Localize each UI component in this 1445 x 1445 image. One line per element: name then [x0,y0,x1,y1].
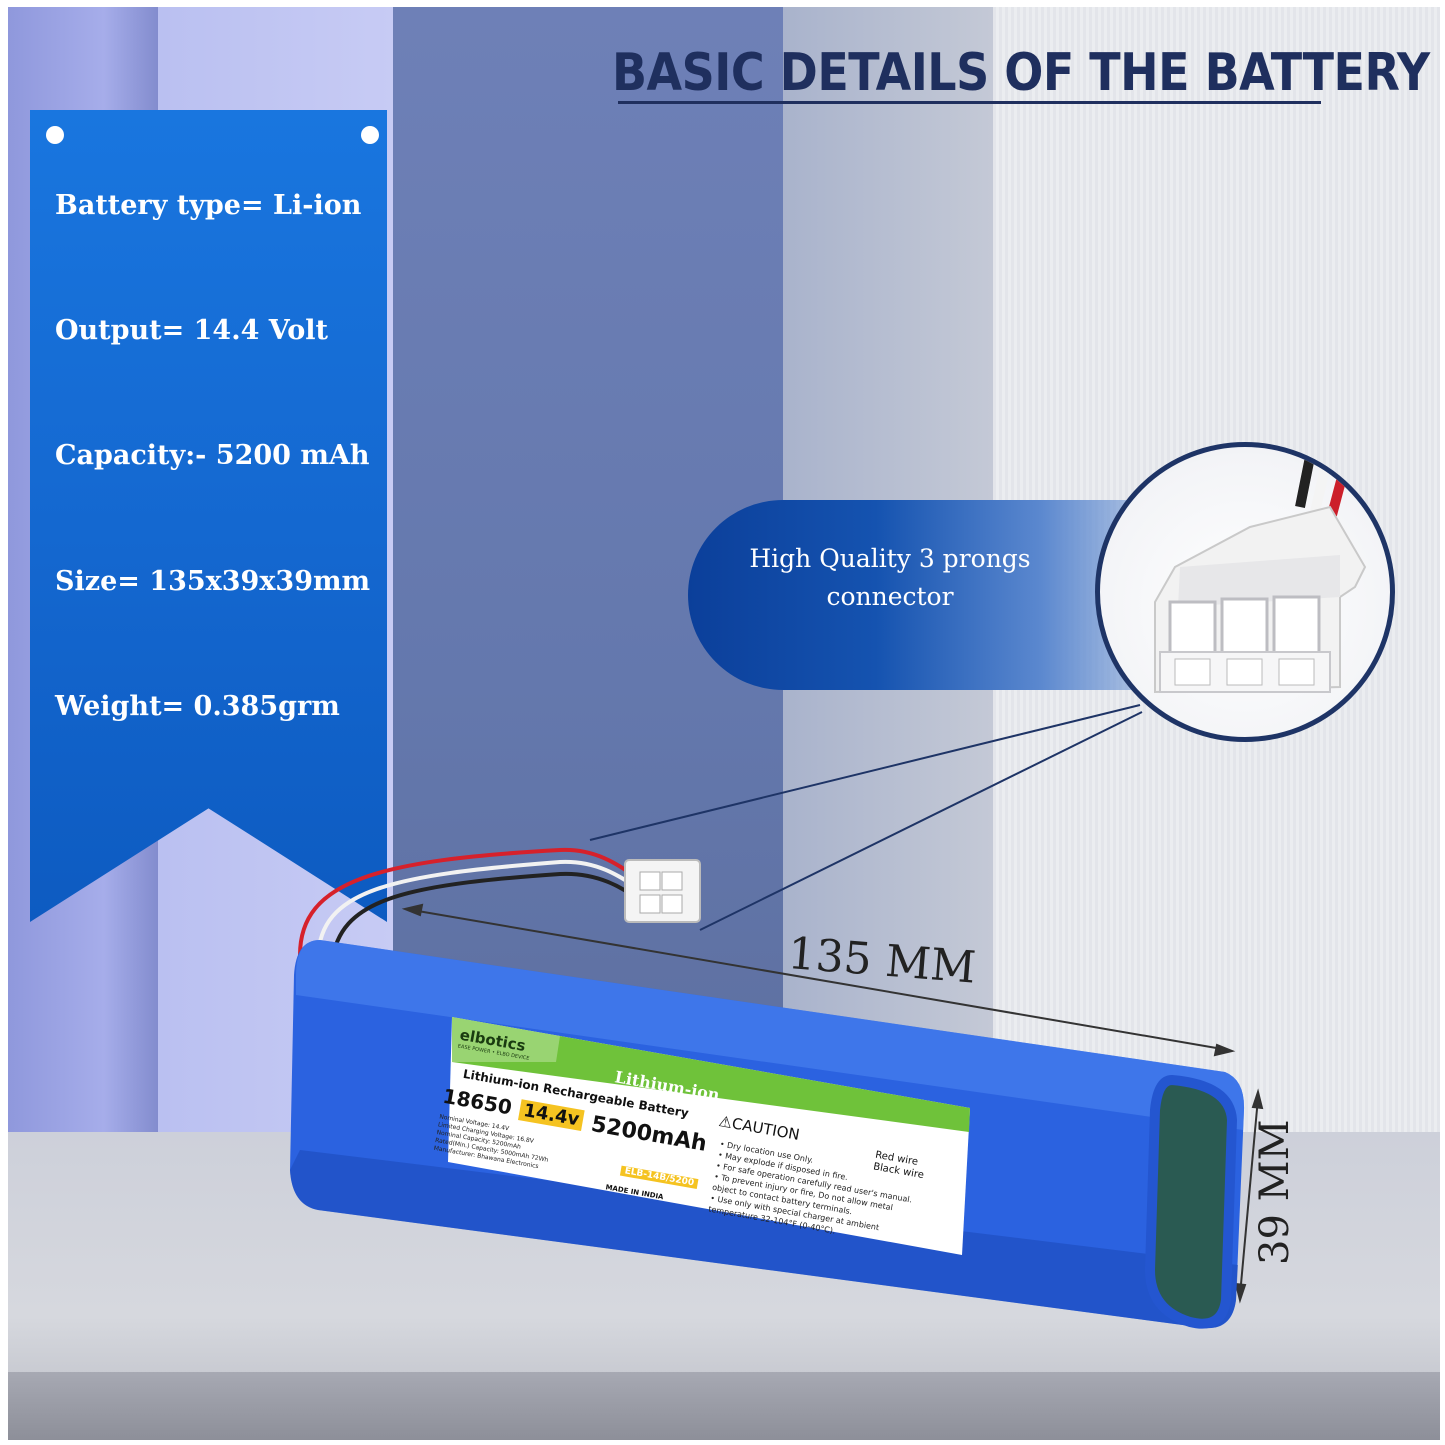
connector-callout-text: High Quality 3 prongs connector [730,540,1050,616]
label-origin: MADE IN INDIA [604,1183,665,1202]
spec-banner [30,110,387,922]
white-wire [316,859,642,959]
length-dimension-arrow [401,903,1236,1057]
red-wire [298,847,642,956]
page-title: BASIC DETAILS OF THE BATTERY [612,42,1430,103]
callout-line-2: connector [826,582,954,611]
label-voltage-badge: 14.4v [517,1099,585,1132]
label-model: ELB-14B/5200 [619,1165,699,1190]
spec-weight: Weight= 0.385grm [55,691,340,722]
label-cell-type: 18650 [441,1083,514,1120]
connector-callout [688,500,1158,690]
height-dimension-arrow [1234,1088,1264,1304]
black-wire [330,871,642,963]
connector-zoom-circle [1095,442,1395,742]
label-capacity: 5200mAh [589,1111,709,1157]
spec-size: Size= 135x39x39mm [55,566,371,597]
floor-edge [8,1372,1440,1440]
leader-line-top [589,704,1141,841]
callout-line-1: High Quality 3 prongs [749,544,1031,573]
spec-output: Output= 14.4 Volt [55,315,328,346]
leader-line-bottom [699,711,1143,931]
label-caution-text: CAUTION [730,1114,801,1144]
banner-hole-left [46,126,64,144]
spec-capacity: Capacity:- 5200 mAh [55,440,370,471]
connector-zoom-illustration [1154,447,1367,694]
spec-battery-type: Battery type= Li-ion [55,190,362,221]
height-dimension-label: 39 MM [1252,1119,1298,1265]
title-underline [618,101,1321,104]
battery-connector [624,859,701,923]
banner-hole-right [361,126,379,144]
battery-label [448,1017,970,1255]
